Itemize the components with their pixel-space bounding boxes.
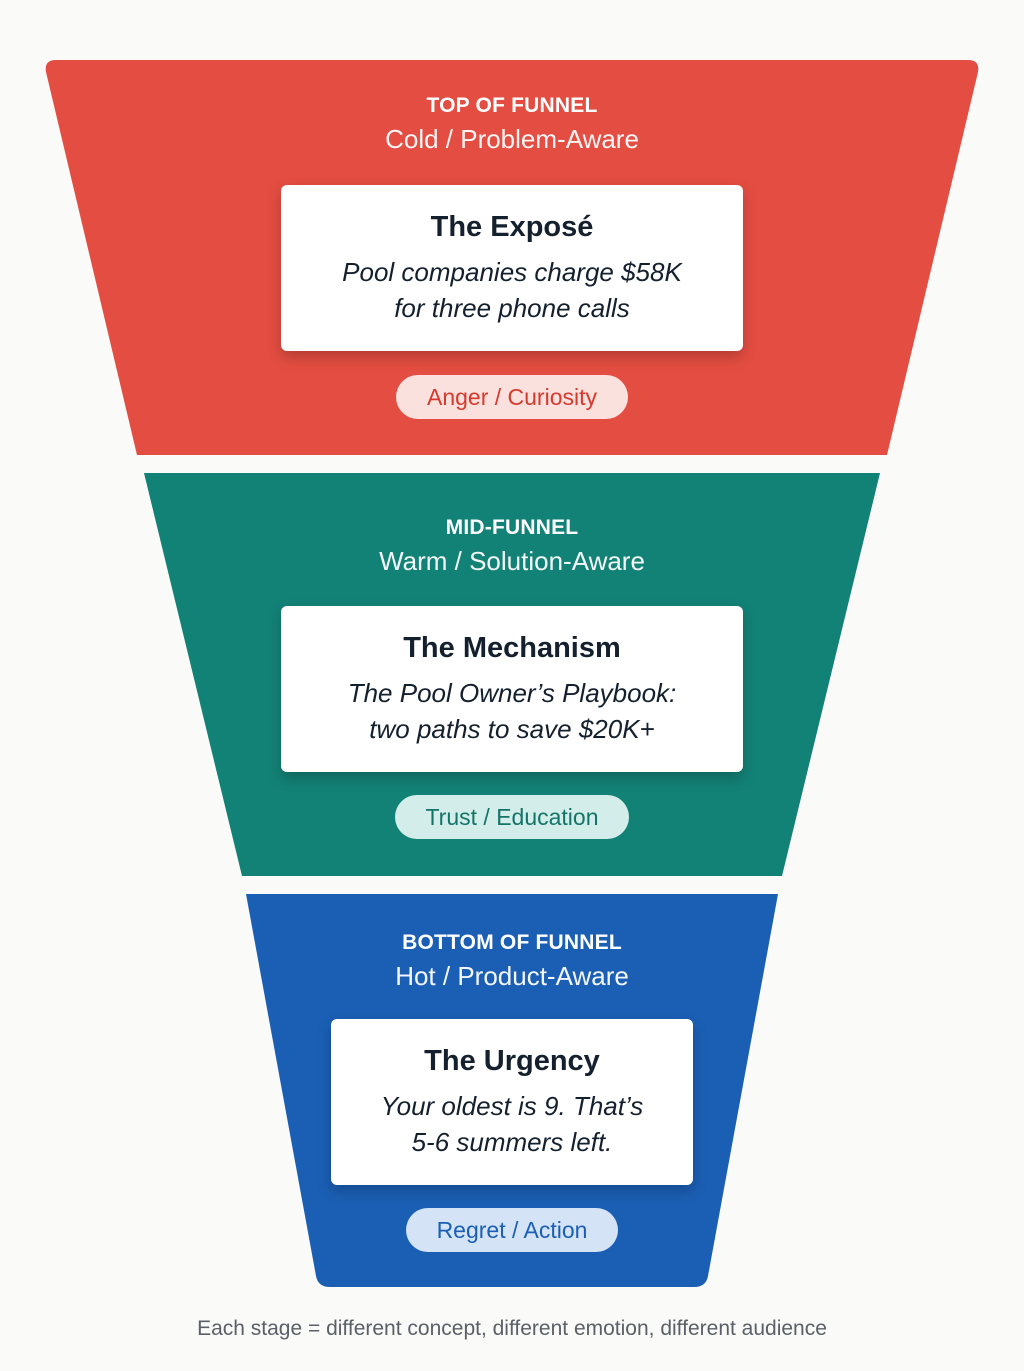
- funnel-stage-bottom: BOTTOM OF FUNNEL Hot / Product-Aware The…: [246, 894, 778, 1287]
- concept-card: The Exposé Pool companies charge $58K fo…: [281, 185, 743, 351]
- footer-caption: Each stage = different concept, differen…: [197, 1317, 827, 1340]
- concept-title: The Mechanism: [403, 632, 621, 664]
- stage-audience: Hot / Product-Aware: [395, 961, 629, 991]
- concept-line: Pool companies charge $58K: [342, 257, 682, 287]
- funnel-stage-top: TOP OF FUNNEL Cold / Problem-Aware The E…: [0, 0, 1024, 470]
- concept-title: The Urgency: [424, 1045, 600, 1077]
- emotion-badge: Regret / Action: [406, 1208, 618, 1252]
- emotion-badge: Trust / Education: [395, 795, 629, 839]
- concept-line: two paths to save $20K+: [369, 714, 655, 744]
- stage-label: BOTTOM OF FUNNEL: [402, 931, 622, 954]
- concept-card: The Urgency Your oldest is 9. That’s 5-6…: [331, 1019, 693, 1185]
- emotion-badge: Anger / Curiosity: [396, 375, 628, 419]
- stage-label: TOP OF FUNNEL: [426, 94, 598, 117]
- concept-line: for three phone calls: [394, 293, 630, 323]
- funnel-stage-mid: MID-FUNNEL Warm / Solution-Aware The Mec…: [144, 473, 880, 876]
- stage-label: MID-FUNNEL: [445, 516, 579, 539]
- stage-audience: Cold / Problem-Aware: [385, 124, 639, 154]
- concept-title: The Exposé: [430, 211, 594, 243]
- concept-line: 5-6 summers left.: [411, 1127, 613, 1157]
- concept-line: Your oldest is 9. That’s: [380, 1091, 644, 1121]
- concept-card: The Mechanism The Pool Owner’s Playbook:…: [281, 606, 743, 772]
- concept-line: The Pool Owner’s Playbook:: [347, 678, 677, 708]
- stage-audience: Warm / Solution-Aware: [379, 546, 645, 576]
